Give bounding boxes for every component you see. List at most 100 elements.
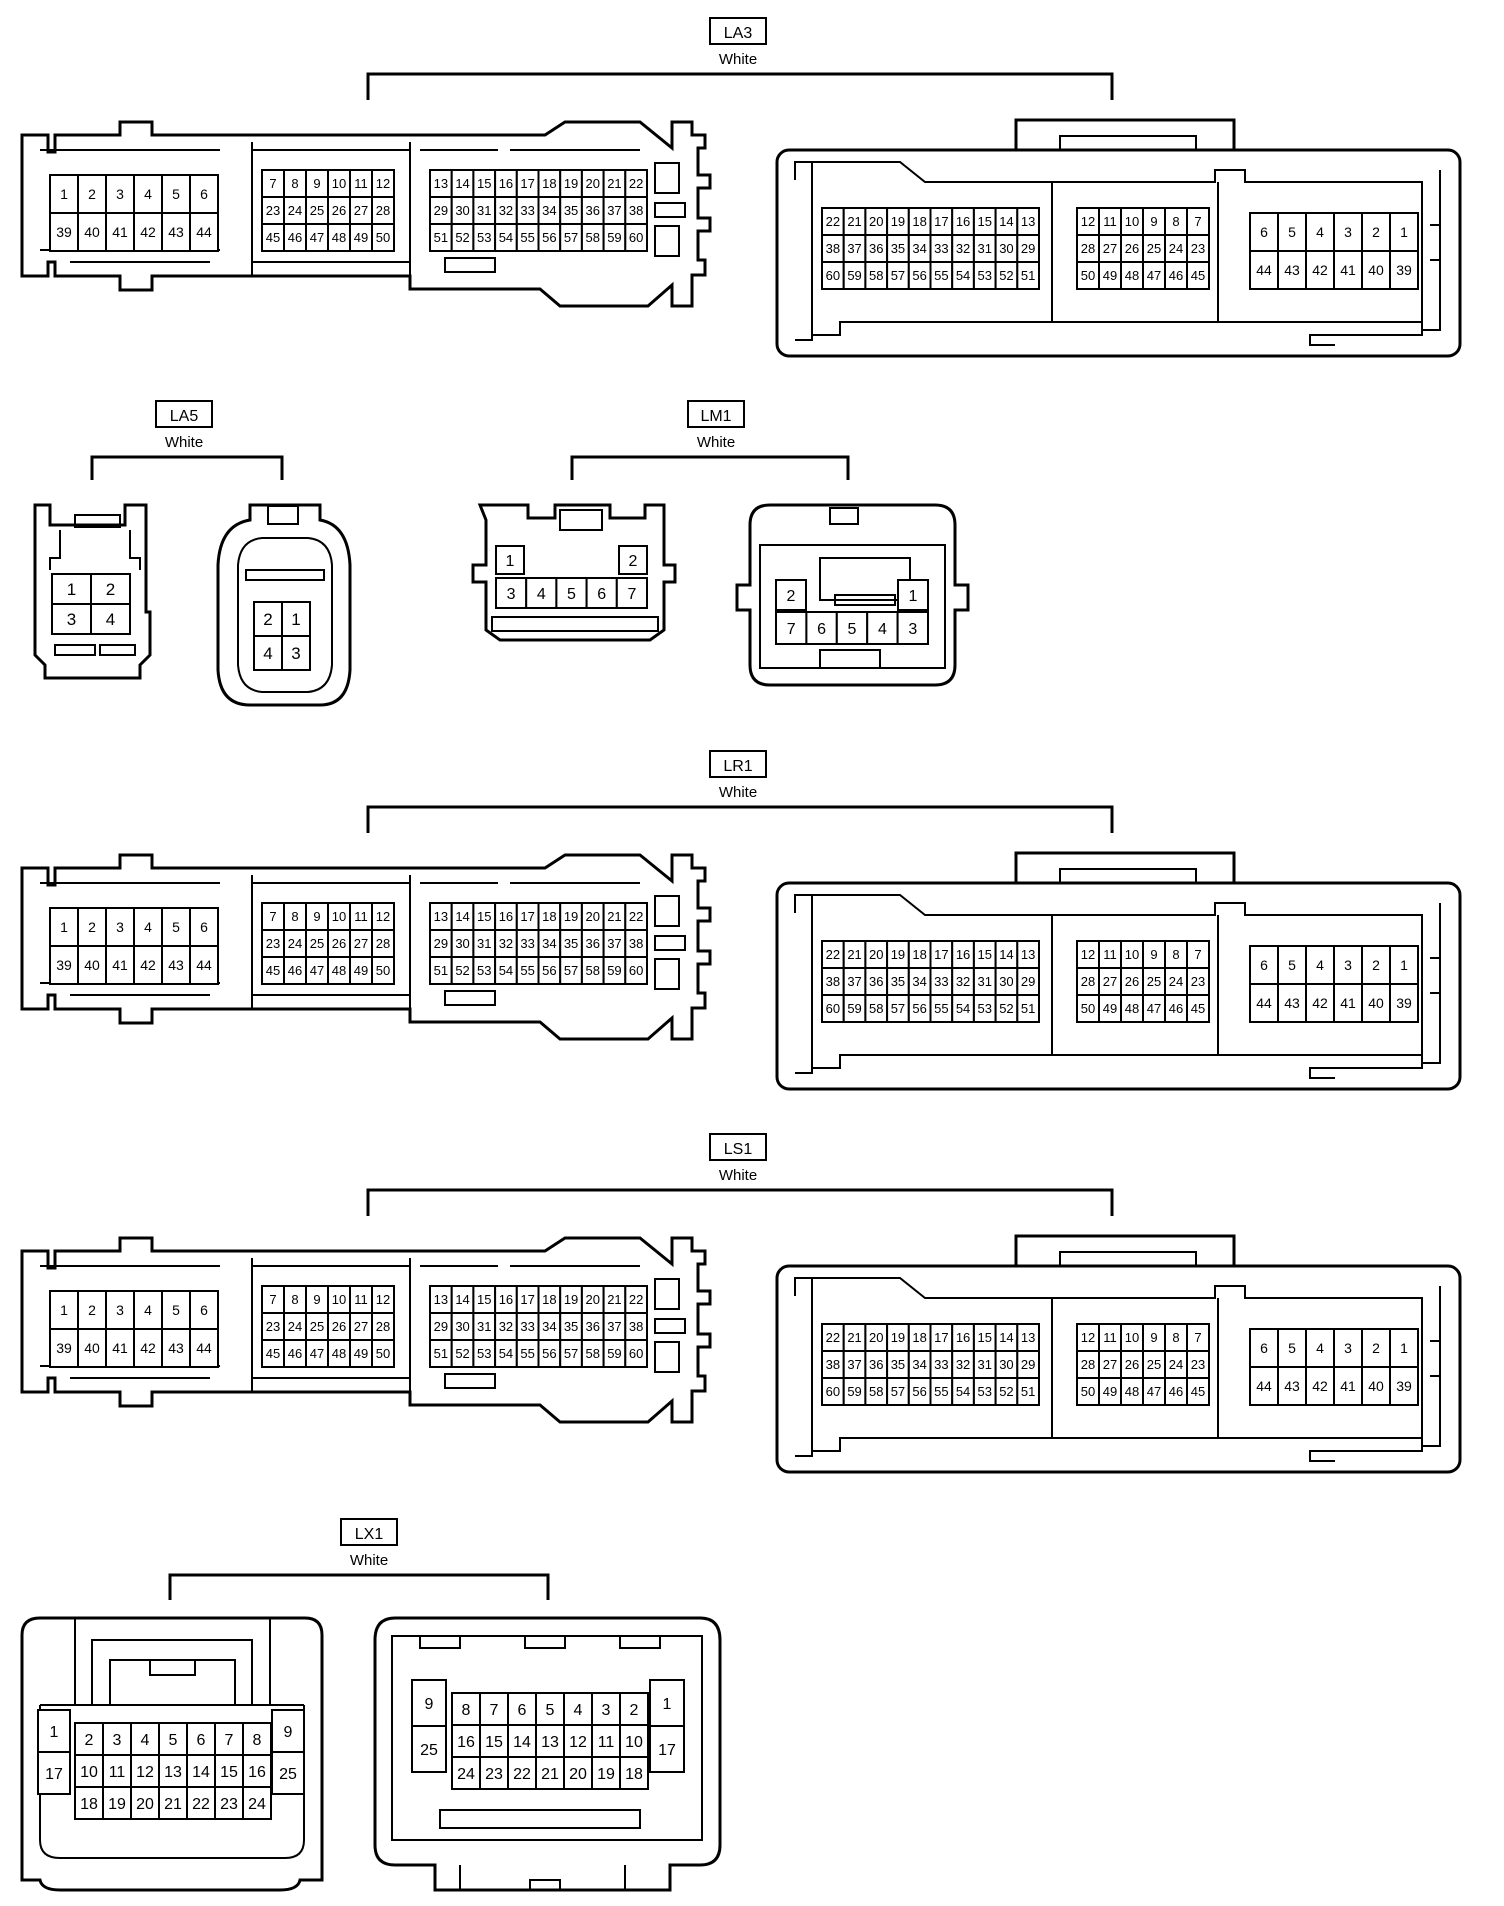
pin-cell: 16 bbox=[951, 1323, 975, 1352]
pin-cell: 31 bbox=[972, 967, 997, 996]
pin-number: 21 bbox=[607, 176, 621, 191]
pin-number: 3 bbox=[291, 644, 300, 663]
pin-cell: 29 bbox=[429, 196, 453, 225]
pin-cell: 40 bbox=[1361, 250, 1391, 290]
pin-cell: 15 bbox=[479, 1724, 509, 1758]
pin-cell: 16 bbox=[494, 1285, 518, 1314]
pin-number: 37 bbox=[847, 974, 861, 989]
pin-cell: 27 bbox=[1098, 234, 1122, 263]
pin-number: 23 bbox=[485, 1766, 503, 1783]
pin-cell: 59 bbox=[842, 994, 867, 1023]
pin-cell: 44 bbox=[189, 212, 219, 252]
pin-number: 49 bbox=[354, 1346, 368, 1361]
pin-number: 52 bbox=[999, 1001, 1013, 1016]
pin-number: 7 bbox=[269, 909, 276, 924]
pin-number: 48 bbox=[332, 963, 346, 978]
pin-number: 38 bbox=[629, 1319, 643, 1334]
pin-cell: 57 bbox=[886, 994, 910, 1023]
pin-number: 53 bbox=[477, 1346, 491, 1361]
pin-number: 13 bbox=[434, 176, 448, 191]
pin-cell: 33 bbox=[515, 929, 540, 958]
pin-cell: 41 bbox=[1333, 983, 1363, 1023]
pin-cell: 2 bbox=[253, 601, 283, 637]
pin-cell: 11 bbox=[349, 902, 373, 931]
pin-cell: 35 bbox=[886, 234, 910, 263]
pin-number: 57 bbox=[564, 230, 578, 245]
pin-number: 24 bbox=[457, 1766, 475, 1783]
pin-number: 21 bbox=[847, 947, 861, 962]
pin-number: 49 bbox=[354, 963, 368, 978]
pin-cell: 3 bbox=[105, 1290, 135, 1330]
header-la5: LA5 White bbox=[90, 400, 284, 480]
pin-number: 15 bbox=[477, 1292, 491, 1307]
pin-number: 6 bbox=[518, 1702, 527, 1719]
pin-cell: 5 bbox=[1277, 212, 1307, 252]
pin-number: 25 bbox=[310, 1319, 324, 1334]
pin-number: 49 bbox=[1103, 1384, 1117, 1399]
pin-number: 24 bbox=[288, 1319, 302, 1334]
pin-number: 43 bbox=[168, 957, 184, 973]
pin-number: 43 bbox=[168, 1340, 184, 1356]
pin-number: 12 bbox=[376, 909, 390, 924]
pin-number: 57 bbox=[564, 963, 578, 978]
pin-cell: 60 bbox=[821, 994, 845, 1023]
pin-cell: 1 bbox=[281, 601, 311, 637]
pin-cell: 38 bbox=[624, 196, 648, 225]
pin-number: 17 bbox=[520, 909, 534, 924]
pin-cell: 56 bbox=[537, 1339, 562, 1368]
pin-number: 1 bbox=[506, 553, 515, 570]
pin-number: 59 bbox=[847, 1001, 861, 1016]
pin-number: 29 bbox=[1021, 974, 1035, 989]
pin-cell: 51 bbox=[429, 1339, 453, 1368]
pin-cell: 3 bbox=[105, 907, 135, 947]
pin-number: 18 bbox=[80, 1796, 98, 1813]
pin-number: 43 bbox=[1284, 262, 1300, 278]
pin-number: 15 bbox=[978, 214, 992, 229]
pin-cell: 41 bbox=[105, 945, 135, 985]
pin-number: 22 bbox=[826, 214, 840, 229]
pin-number: 16 bbox=[956, 947, 970, 962]
pin-cell: 37 bbox=[602, 929, 627, 958]
pin-number: 23 bbox=[266, 203, 280, 218]
pin-cell: 20 bbox=[130, 1786, 160, 1820]
pin-cell: 60 bbox=[821, 261, 845, 290]
pin-cell: 17 bbox=[649, 1725, 685, 1773]
pin-number: 28 bbox=[1081, 974, 1095, 989]
pin-cell: 52 bbox=[994, 261, 1019, 290]
pin-cell: 23 bbox=[261, 1312, 285, 1341]
pin-number: 52 bbox=[455, 963, 469, 978]
pin-number: 13 bbox=[541, 1734, 559, 1751]
pin-number: 19 bbox=[108, 1796, 126, 1813]
pin-cell: 57 bbox=[886, 261, 910, 290]
pin-cell: 7 bbox=[1186, 207, 1210, 236]
pin-number: 54 bbox=[956, 1001, 970, 1016]
pin-number: 10 bbox=[1125, 1330, 1139, 1345]
pin-cell: 12 bbox=[371, 1285, 395, 1314]
pin-number: 2 bbox=[88, 919, 96, 935]
pin-number: 31 bbox=[477, 203, 491, 218]
pin-cell: 32 bbox=[951, 234, 975, 263]
pin-number: 18 bbox=[912, 947, 926, 962]
pin-number: 55 bbox=[520, 230, 534, 245]
pin-cell: 5 bbox=[161, 1290, 191, 1330]
pin-cell: 59 bbox=[602, 223, 627, 252]
pin-cell: 2 bbox=[1361, 945, 1391, 985]
pin-cell: 12 bbox=[563, 1724, 593, 1758]
pin-number: 4 bbox=[537, 586, 546, 603]
pin-cell: 5 bbox=[555, 577, 588, 609]
pin-cell: 34 bbox=[907, 234, 932, 263]
pin-cell: 12 bbox=[371, 169, 395, 198]
pin-number: 8 bbox=[253, 1732, 262, 1749]
pin-number: 56 bbox=[542, 1346, 556, 1361]
pin-number: 42 bbox=[1312, 262, 1328, 278]
pin-number: 33 bbox=[934, 1357, 948, 1372]
pin-number: 32 bbox=[956, 1357, 970, 1372]
pin-cell: 54 bbox=[494, 956, 518, 985]
connector-code: LA5 bbox=[170, 408, 199, 425]
pin-cell: 6 bbox=[189, 1290, 219, 1330]
pin-number: 27 bbox=[354, 936, 368, 951]
pin-number: 27 bbox=[1103, 241, 1117, 256]
pin-number: 20 bbox=[569, 1766, 587, 1783]
